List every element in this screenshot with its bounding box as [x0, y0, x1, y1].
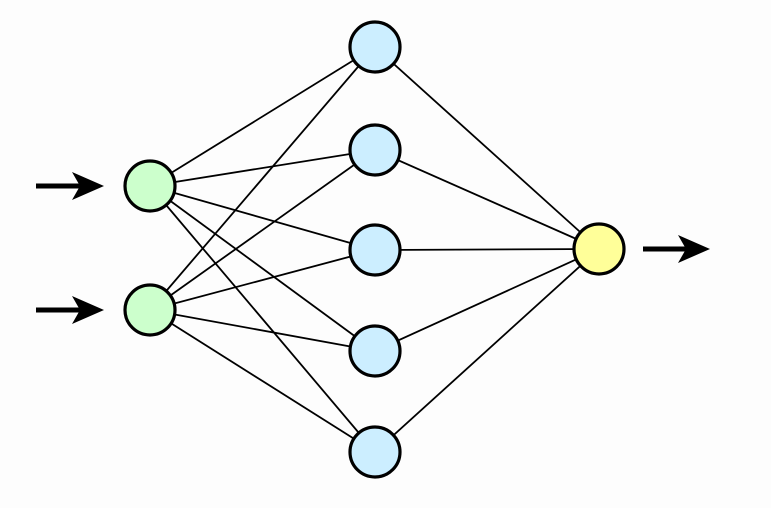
io-arrows-group [36, 172, 710, 324]
connection-edge [374, 149, 600, 250]
connection-edge [149, 185, 376, 352]
arrow-head-icon [678, 235, 710, 263]
neuron-nodes-group [123, 20, 626, 479]
neuron-node-output[interactable] [572, 222, 626, 276]
neuron-node-hidden[interactable] [348, 20, 402, 74]
neuron-node-hidden[interactable] [348, 425, 402, 479]
connection-edge [149, 309, 376, 453]
neuron-node-input[interactable] [123, 283, 177, 337]
arrow-head-icon [72, 296, 104, 324]
neuron-node-hidden[interactable] [348, 123, 402, 177]
layer-output [572, 222, 626, 276]
connection-edge [149, 149, 376, 311]
connection-edge [149, 249, 376, 311]
connection-edge [149, 46, 376, 311]
layer-hidden [348, 20, 402, 479]
input-arrow [36, 172, 104, 200]
neuron-node-hidden[interactable] [348, 324, 402, 378]
neuron-node-hidden[interactable] [348, 223, 402, 277]
connection-edge [374, 248, 600, 352]
connection-edge [374, 248, 600, 251]
layer-input [123, 159, 177, 337]
output-arrow [643, 235, 710, 263]
neuron-node-input[interactable] [123, 159, 177, 213]
connection-edge [149, 149, 376, 187]
connection-edge [149, 46, 376, 187]
connection-edge [149, 185, 376, 251]
input-arrow [36, 296, 104, 324]
connection-edge [149, 185, 376, 453]
connection-edge [374, 248, 600, 453]
connection-edges-group [149, 46, 600, 453]
arrow-head-icon [72, 172, 104, 200]
connection-edge [374, 46, 600, 250]
connection-edge [149, 309, 376, 352]
